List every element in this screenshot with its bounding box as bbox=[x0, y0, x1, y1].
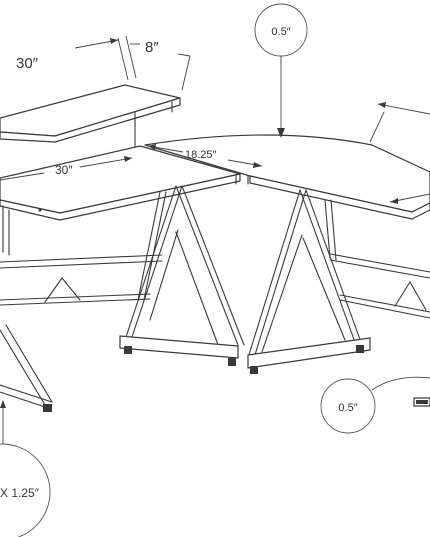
left-frame bbox=[0, 191, 167, 412]
leg-section-label: X 1.25″ bbox=[0, 486, 40, 500]
bottom-thickness-label: 0.5″ bbox=[338, 402, 357, 414]
monitor-shelf bbox=[0, 84, 181, 148]
callout-circle bbox=[320, 378, 376, 434]
left-desktop bbox=[0, 145, 241, 221]
leg-foot bbox=[228, 358, 236, 366]
leg-foot bbox=[43, 404, 52, 412]
dimension-right-depth bbox=[369, 102, 430, 204]
desk-width-label: 30″ bbox=[55, 163, 73, 177]
leg-foot bbox=[356, 345, 364, 353]
callout-top-thickness: 0.5″ bbox=[254, 3, 308, 138]
dimension-shelf-width: 30″ bbox=[16, 35, 137, 81]
shelf-width-label: 30″ bbox=[16, 55, 39, 72]
callout-leg-section: X 1.25″ bbox=[0, 400, 51, 537]
shelf-depth-label: 8″ bbox=[145, 39, 159, 56]
top-thickness-label: 0.5″ bbox=[271, 26, 290, 38]
leg-foot bbox=[124, 346, 132, 354]
corner-width-label: 18.25″ bbox=[185, 149, 217, 161]
right-desktop bbox=[144, 134, 430, 220]
leg-foot bbox=[250, 366, 258, 374]
screw-hole bbox=[38, 208, 42, 212]
center-frame bbox=[119, 185, 245, 366]
callout-circle bbox=[0, 443, 51, 537]
right-frame bbox=[247, 189, 430, 374]
callout-bottom-thickness: 0.5″ bbox=[320, 376, 430, 434]
dimension-corner-width: 18.25″ bbox=[147, 144, 263, 168]
dimension-desk-width: 30″ bbox=[0, 156, 133, 181]
dimension-shelf-depth: 8″ bbox=[130, 39, 191, 91]
